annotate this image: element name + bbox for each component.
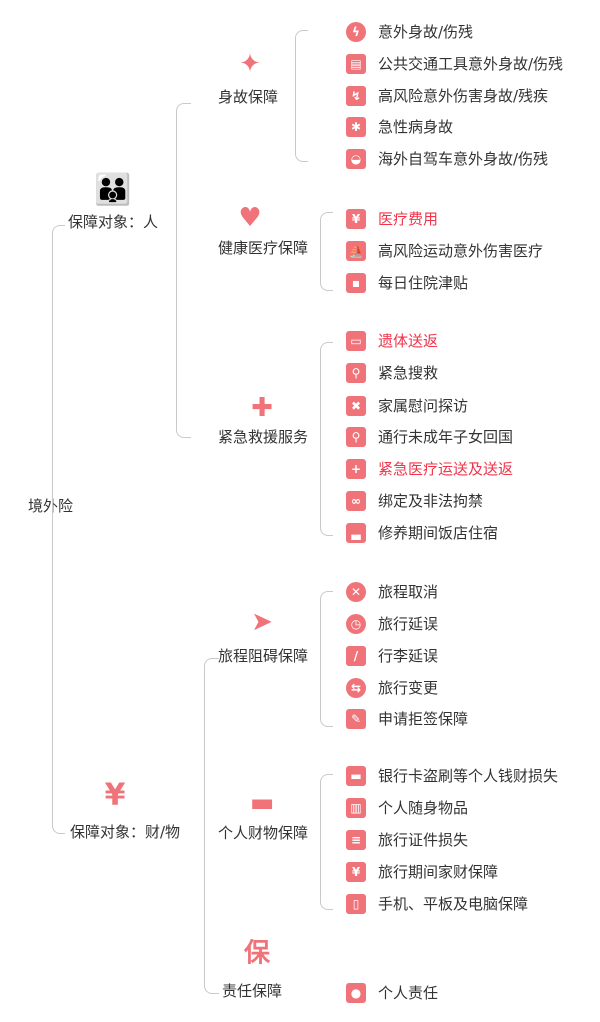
truck-icon: ▭	[346, 331, 366, 351]
coverage-item: 医疗费用	[378, 210, 439, 228]
coverage-item: 旅行延误	[378, 615, 439, 633]
paper-plane-icon: ➤	[251, 607, 273, 637]
coverage-item: 手机、平板及电脑保障	[378, 895, 529, 913]
bracket-line	[320, 342, 333, 536]
connector-line	[204, 658, 219, 994]
wallet-card-icon: ▬	[249, 788, 275, 818]
person-pin-icon: ⚲	[346, 427, 366, 447]
coverage-item: 个人责任	[378, 984, 439, 1002]
bracket-line	[320, 591, 333, 727]
coverage-item: 急性病身故	[378, 118, 454, 136]
suitcase-icon: ▥	[346, 798, 366, 818]
bracket-line	[320, 774, 333, 910]
wallet-icon: ▪	[346, 273, 366, 293]
coverage-item: 家属慰问探访	[378, 397, 469, 415]
tablet-icon: ▯	[346, 894, 366, 914]
coverage-item: 个人随身物品	[378, 799, 469, 817]
location-people-icon: ⚲	[346, 363, 366, 383]
id-card-icon: ≡	[346, 830, 366, 850]
branch-label: 保障对象：人	[68, 213, 159, 231]
clock-icon: ◷	[346, 614, 366, 634]
coverage-item: 旅行变更	[378, 679, 439, 697]
coverage-item: 海外自驾车意外身故/伤残	[378, 150, 549, 168]
shield-bao-icon: 保	[243, 938, 271, 969]
bracket-line	[295, 30, 308, 162]
bug-icon: ✱	[346, 117, 366, 137]
coverage-item: 行李延误	[378, 647, 439, 665]
angel-icon: ✦	[239, 49, 261, 79]
coverage-item: 申请拒签保障	[378, 710, 469, 728]
category-label: 紧急救援服务	[218, 428, 309, 446]
category-label: 旅程阻碍保障	[218, 647, 309, 665]
people-icon: 👪	[94, 172, 132, 208]
coverage-item: 高风险运动意外伤害医疗	[378, 242, 544, 260]
connector-line	[52, 225, 65, 834]
money-bag-small-icon: ¥	[346, 862, 366, 882]
train-icon: ▤	[346, 54, 366, 74]
coverage-item: 公共交通工具意外身故/伤残	[378, 55, 564, 73]
category-label: 责任保障	[222, 982, 283, 1000]
connector-line	[176, 103, 191, 438]
handshake-icon: ✖	[346, 396, 366, 416]
chain-link-icon: ∞	[346, 491, 366, 511]
windsurf-icon: ⛵	[346, 241, 366, 261]
luggage-slash-icon: /	[346, 646, 366, 666]
coverage-item: 旅行证件损失	[378, 831, 469, 849]
branch-label: 保障对象：财/物	[70, 823, 181, 841]
coverage-item: 通行未成年子女回国	[378, 428, 514, 446]
medical-bill-icon: ¥	[346, 209, 366, 229]
edit-document-icon: ✎	[346, 709, 366, 729]
money-bag-icon: ¥	[104, 777, 126, 813]
coverage-item: 意外身故/伤残	[378, 23, 474, 41]
cancel-circle-icon: ✕	[346, 582, 366, 602]
category-label: 个人财物保障	[218, 824, 309, 842]
person-icon: ●	[346, 983, 366, 1003]
coverage-item: 紧急搜救	[378, 364, 439, 382]
coverage-item: 银行卡盗刷等个人钱财损失	[378, 767, 559, 785]
bracket-line	[320, 212, 333, 291]
car-icon: ◒	[346, 149, 366, 169]
bank-card-icon: ▬	[346, 766, 366, 786]
coverage-item: 旅程取消	[378, 583, 439, 601]
heartbeat-icon: ♥	[238, 203, 262, 233]
bed-icon: ▃	[346, 523, 366, 543]
coverage-item: 遗体送返	[378, 332, 439, 350]
category-label: 健康医疗保障	[218, 239, 309, 257]
ambulance-icon: ✚	[251, 393, 273, 423]
coverage-item: 绑定及非法拘禁	[378, 492, 484, 510]
coverage-item: 每日住院津贴	[378, 274, 469, 292]
coverage-item: 旅行期间家财保障	[378, 863, 499, 881]
category-label: 身故保障	[218, 88, 279, 106]
drop-bolt-icon: ϟ	[346, 22, 366, 42]
root-node: 境外险	[28, 497, 74, 515]
coverage-item: 紧急医疗运送及送返	[378, 460, 514, 478]
injured-person-icon: ↯	[346, 86, 366, 106]
swap-icon: ⇆	[346, 678, 366, 698]
ambulance-small-icon: +	[346, 459, 366, 479]
coverage-item: 修养期间饭店住宿	[378, 524, 499, 542]
coverage-item: 高风险意外伤害身故/残疾	[378, 87, 549, 105]
